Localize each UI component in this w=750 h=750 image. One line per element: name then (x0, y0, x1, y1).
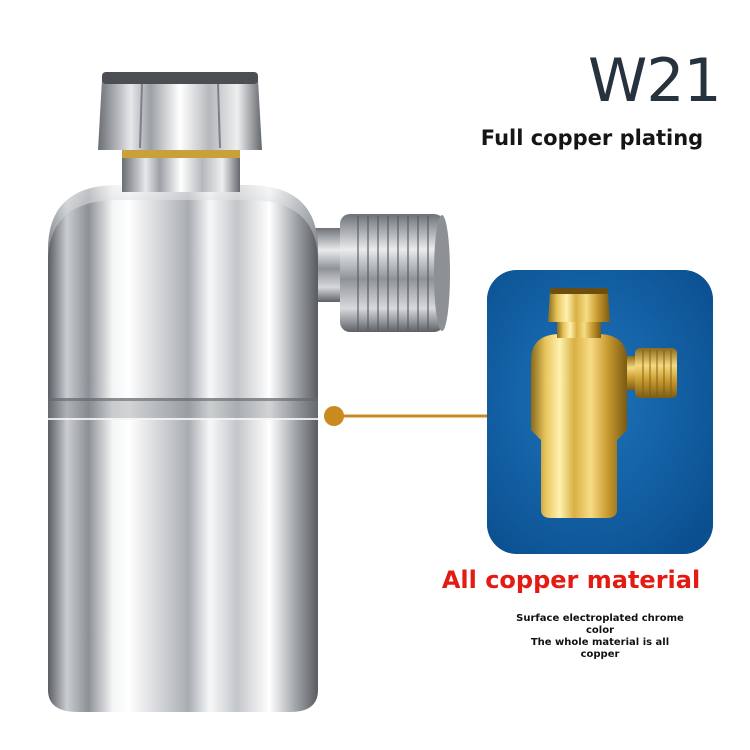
inset-card (487, 270, 713, 554)
plating-label: Full copper plating (480, 126, 704, 150)
material-label: All copper material (441, 566, 701, 594)
brass-filter-photo (487, 270, 713, 554)
material-note: The whole material is all copper (530, 637, 670, 660)
callout-dot (324, 406, 344, 426)
plating-note: Surface electroplated chrome color (516, 613, 684, 636)
model-code: W21 (588, 46, 722, 116)
